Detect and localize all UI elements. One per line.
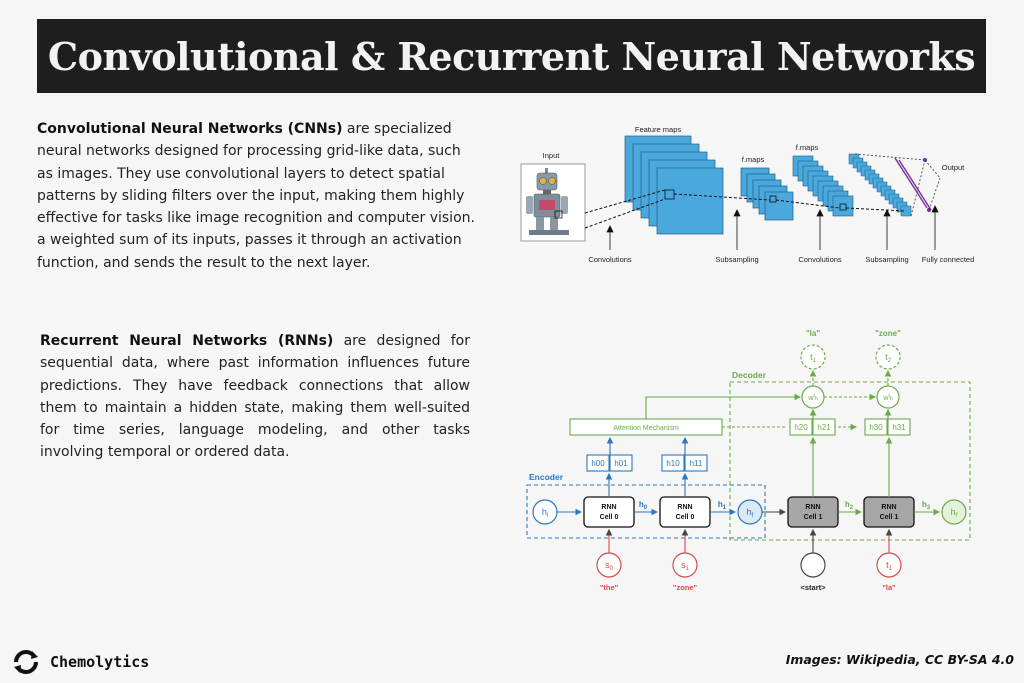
svg-text:hf: hf: [747, 507, 754, 519]
svg-text:t1: t1: [810, 352, 817, 364]
cnn-diagram: Input Feature maps f.maps f.maps: [520, 125, 975, 264]
stage-fully-connected: Fully connected: [922, 255, 975, 264]
rnn-cell-0b: [659, 496, 711, 528]
svg-text:t1: t1: [886, 560, 893, 572]
svg-text:s1: s1: [681, 560, 690, 572]
feature-maps-stack: [624, 135, 724, 235]
cnn-term: Convolutional Neural Networks (CNNs): [37, 121, 343, 137]
decoder-label: Decoder: [732, 370, 767, 380]
stage-subsampling-1: Subsampling: [715, 255, 758, 264]
rnn-cell-1b: [863, 496, 915, 528]
svg-text:h0: h0: [639, 500, 648, 511]
svg-text:h2: h2: [845, 500, 854, 511]
attention-label: Attention Mechanism: [613, 425, 679, 432]
h31-label: h31: [892, 423, 906, 432]
svg-text:h3: h3: [922, 500, 931, 511]
h10-label: h10: [666, 459, 680, 468]
input-word-la: "la": [882, 583, 896, 592]
input-word-zone: "zone": [673, 583, 698, 592]
rnn-body: are designed for sequential data, where …: [40, 333, 470, 461]
t1-out-sub: 1: [813, 358, 817, 364]
input-word-the: "the": [600, 583, 619, 592]
rnn-term: Recurrent Neural Networks (RNNs): [40, 333, 334, 349]
svg-text:RNN: RNN: [601, 504, 616, 511]
cnn-description: Convolutional Neural Networks (CNNs) are…: [37, 118, 477, 274]
svg-text:Cell 0: Cell 0: [600, 514, 619, 521]
h01-label: h01: [614, 459, 628, 468]
svg-text:wth: wth: [807, 393, 817, 402]
svg-text:RNN: RNN: [805, 504, 820, 511]
h30-label: h30: [869, 423, 883, 432]
output-word-zone: "zone": [875, 329, 901, 338]
svg-text:h1: h1: [718, 500, 727, 511]
cnn-output-label: Output: [942, 163, 965, 172]
h20-label: h20: [794, 423, 808, 432]
svg-text:Cell 0: Cell 0: [676, 514, 695, 521]
encoder-label: Encoder: [529, 472, 564, 482]
t2-out-sub: 2: [888, 358, 892, 364]
rnn-cell-1a: [787, 496, 839, 528]
rnn-description: Recurrent Neural Networks (RNNs) are des…: [40, 330, 470, 464]
decoder-region: [729, 381, 971, 541]
svg-text:wth: wth: [882, 393, 892, 402]
stage-convolutions-2: Convolutions: [798, 255, 842, 264]
svg-text:hi: hi: [542, 507, 548, 519]
t1-out-label: t: [810, 352, 813, 362]
h21-label: h21: [817, 423, 831, 432]
footer-brand: Chemolytics: [12, 648, 149, 676]
h11-label: h11: [690, 459, 703, 468]
svg-text:s0: s0: [605, 560, 614, 572]
rnn-cell-0a: [583, 496, 635, 528]
fmaps-2-label: f.maps: [796, 143, 819, 152]
svg-text:t2: t2: [885, 352, 892, 364]
output-word-la: "la": [806, 329, 820, 338]
brand-name: Chemolytics: [50, 653, 150, 671]
h00-label: h00: [591, 459, 605, 468]
stage-subsampling-2: Subsampling: [865, 255, 908, 264]
cnn-body: are specialized neural networks designed…: [37, 121, 475, 271]
t2-out-label: t: [885, 352, 888, 362]
encoder-region: [526, 484, 766, 539]
page-title: Convolutional & Recurrent Neural Network…: [47, 33, 976, 79]
chemolytics-logo-icon: [14, 650, 38, 674]
svg-text:RNN: RNN: [677, 504, 692, 511]
cnn-input-label: Input: [543, 151, 561, 160]
svg-text:Cell 1: Cell 1: [880, 514, 899, 521]
feature-maps-label: Feature maps: [635, 125, 682, 134]
stage-convolutions-1: Convolutions: [588, 255, 632, 264]
rnn-diagram: "la" "zone" t1 t2 Decoder wth wth Attent…: [526, 329, 971, 592]
input-word-start: <start>: [800, 583, 826, 592]
fmaps-1-label: f.maps: [742, 155, 765, 164]
robot-icon: [526, 168, 569, 235]
svg-text:Cell 1: Cell 1: [804, 514, 823, 521]
image-credit: Images: Wikipedia, CC BY-SA 4.0: [785, 652, 1014, 667]
title-banner: Convolutional & Recurrent Neural Network…: [37, 19, 986, 93]
svg-text:hf: hf: [951, 507, 958, 519]
svg-text:RNN: RNN: [881, 504, 896, 511]
